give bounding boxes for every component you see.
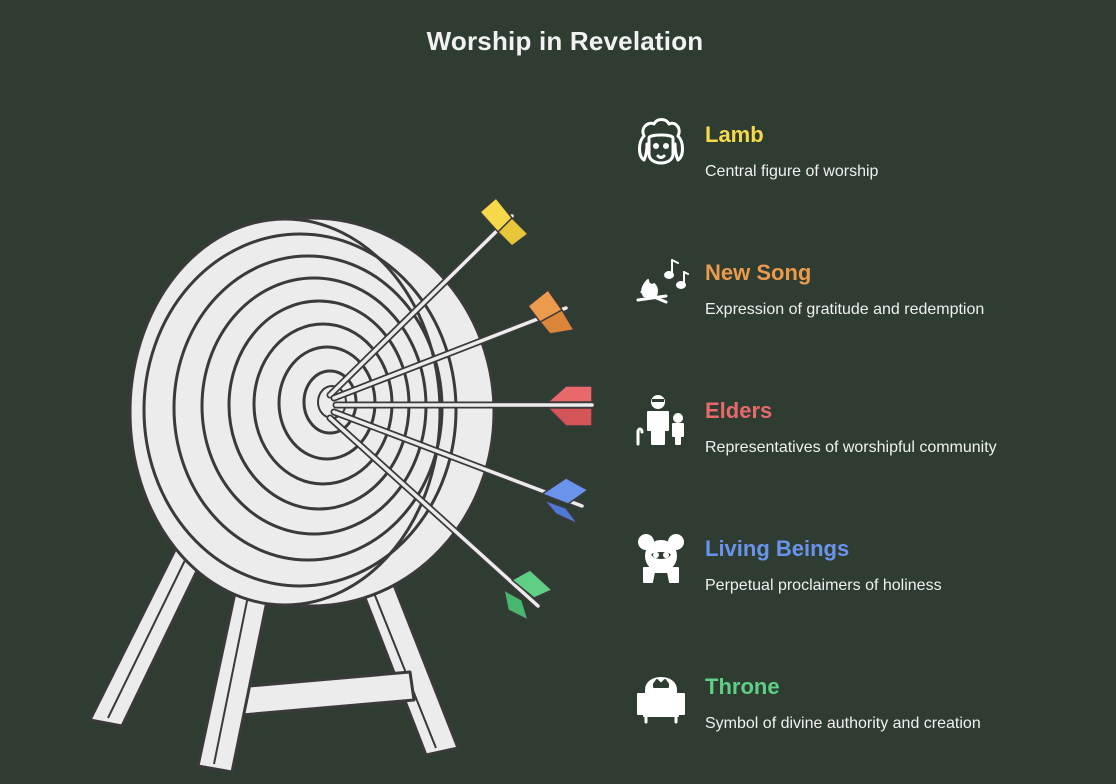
item-living-beings: Living Beings Perpetual proclaimers of h… <box>632 534 1102 626</box>
stand-leg-middle <box>196 586 270 774</box>
people-icon <box>636 395 684 446</box>
creature-icon <box>638 534 684 583</box>
arrow-red <box>332 385 596 427</box>
arrow-orange <box>330 289 575 402</box>
item-heading: Elders <box>705 398 773 423</box>
item-lamb: Lamb Central figure of worship <box>632 118 1102 212</box>
item-elders: Elders Representatives of worshipful com… <box>632 395 1102 488</box>
item-description: Perpetual proclaimers of holiness <box>705 577 942 594</box>
item-description: Symbol of divine authority and creation <box>705 715 981 732</box>
item-description: Expression of gratitude and redemption <box>705 301 985 318</box>
arrow-yellow <box>326 197 529 399</box>
item-description: Representatives of worshipful community <box>705 439 997 456</box>
stand-leg-right <box>358 578 460 757</box>
music-fire-icon <box>636 259 689 304</box>
sheep-icon <box>638 118 684 165</box>
stand-crossbar <box>224 670 416 718</box>
arrow-blue <box>330 408 589 525</box>
arrow-green <box>326 414 553 621</box>
item-heading: Living Beings <box>705 536 850 561</box>
item-heading: New Song <box>705 260 812 285</box>
item-new-song: New Song Expression of gratitude and red… <box>632 259 1102 350</box>
page-title: Worship in Revelation <box>426 26 704 56</box>
item-description: Central figure of worship <box>705 163 879 180</box>
arrows <box>326 197 596 621</box>
item-heading: Lamb <box>705 122 764 147</box>
throne-icon <box>637 677 685 724</box>
item-heading: Throne <box>705 674 780 699</box>
target-face <box>128 217 442 607</box>
item-throne: Throne Symbol of divine authority and cr… <box>632 674 1102 764</box>
